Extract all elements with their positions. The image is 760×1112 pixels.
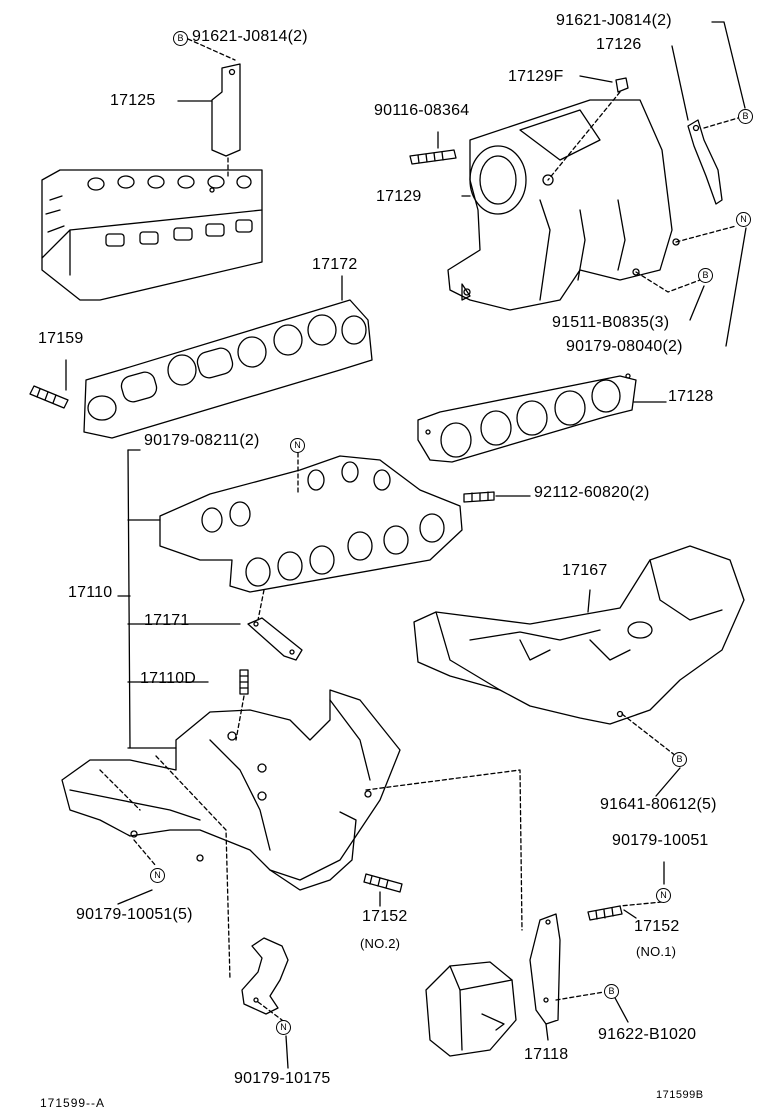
intake-manifold-17129-drawing (447, 99, 680, 311)
label-17125: 17125 (110, 92, 156, 109)
label-17129F: 17129F (508, 68, 564, 85)
n-symbol: N (290, 438, 305, 453)
label-91622: 91622-B1020 (598, 1026, 697, 1043)
n-symbol: N (150, 868, 165, 883)
label-17152-no2: 17152 (362, 908, 408, 925)
stud-17159-drawing (29, 359, 69, 409)
label-91621-right: 91621-J0814(2) (556, 12, 672, 29)
label-17126: 17126 (596, 36, 642, 53)
bracket-17118-drawing (529, 913, 629, 1041)
bracket-17125-drawing (177, 38, 241, 179)
label-17129: 17129 (376, 188, 422, 205)
label-17167: 17167 (562, 562, 608, 579)
label-90179-08040: 90179-08040(2) (566, 338, 683, 355)
hook-drawing (241, 937, 289, 1069)
b-symbol: B (604, 984, 619, 999)
label-91511: 91511-B0835(3) (552, 314, 670, 331)
label-91621-left: 91621-J0814(2) (192, 28, 308, 45)
label-90116-08364: 90116-08364 (374, 102, 470, 119)
b-symbol: B (173, 31, 188, 46)
label-17118: 17118 (524, 1046, 569, 1063)
stud-90116-drawing (409, 131, 471, 197)
gasket-17128-drawing (417, 373, 667, 463)
stud-17152-no2-drawing (363, 873, 403, 907)
label-17171: 17171 (144, 612, 190, 629)
label-90179-10051-left: 90179-10051(5) (76, 906, 193, 923)
heat-insulator-17167-drawing (413, 545, 745, 797)
label-17152-no1-sub: (NO.1) (636, 944, 677, 959)
n-symbol: N (736, 212, 751, 227)
label-90179-08211: 90179-08211(2) (144, 432, 260, 449)
label-17152-no1: 17152 (634, 918, 680, 935)
illustration-code-right: 171599B (656, 1089, 704, 1101)
label-90179-10175: 90179-10175 (234, 1070, 331, 1087)
label-91641: 91641-80612(5) (600, 796, 717, 813)
label-17128: 17128 (668, 388, 714, 405)
label-90179-10051-right: 90179-10051 (612, 832, 709, 849)
stud-17110D-drawing (235, 669, 249, 741)
b-symbol: B (672, 752, 687, 767)
exhaust-manifold-upper-drawing (117, 445, 463, 749)
b-symbol: B (698, 268, 713, 283)
engine-mount-drawing (425, 961, 517, 1057)
label-17110: 17110 (68, 584, 113, 601)
plate-17171-drawing (247, 617, 303, 661)
gasket-17172-drawing (83, 275, 373, 439)
stud-92112-drawing (463, 491, 531, 503)
n-symbol: N (276, 1020, 291, 1035)
n-symbol: N (656, 888, 671, 903)
bracket-17126-drawing (671, 21, 746, 205)
cylinder-head-drawing (41, 169, 263, 301)
illustration-code-left: 171599--A (40, 1096, 106, 1110)
label-92112: 92112-60820(2) (534, 484, 650, 501)
label-17172: 17172 (312, 256, 358, 273)
label-17110D: 17110D (140, 670, 197, 687)
exhaust-manifold-lower-drawing (61, 689, 523, 981)
label-17159: 17159 (38, 330, 84, 347)
leader-lines-top-right (635, 225, 747, 347)
b-symbol: B (738, 109, 753, 124)
stud-17152-no1-drawing (587, 861, 665, 921)
plug-17129F-drawing (547, 75, 629, 181)
label-17152-no2-sub: (NO.2) (360, 936, 401, 951)
